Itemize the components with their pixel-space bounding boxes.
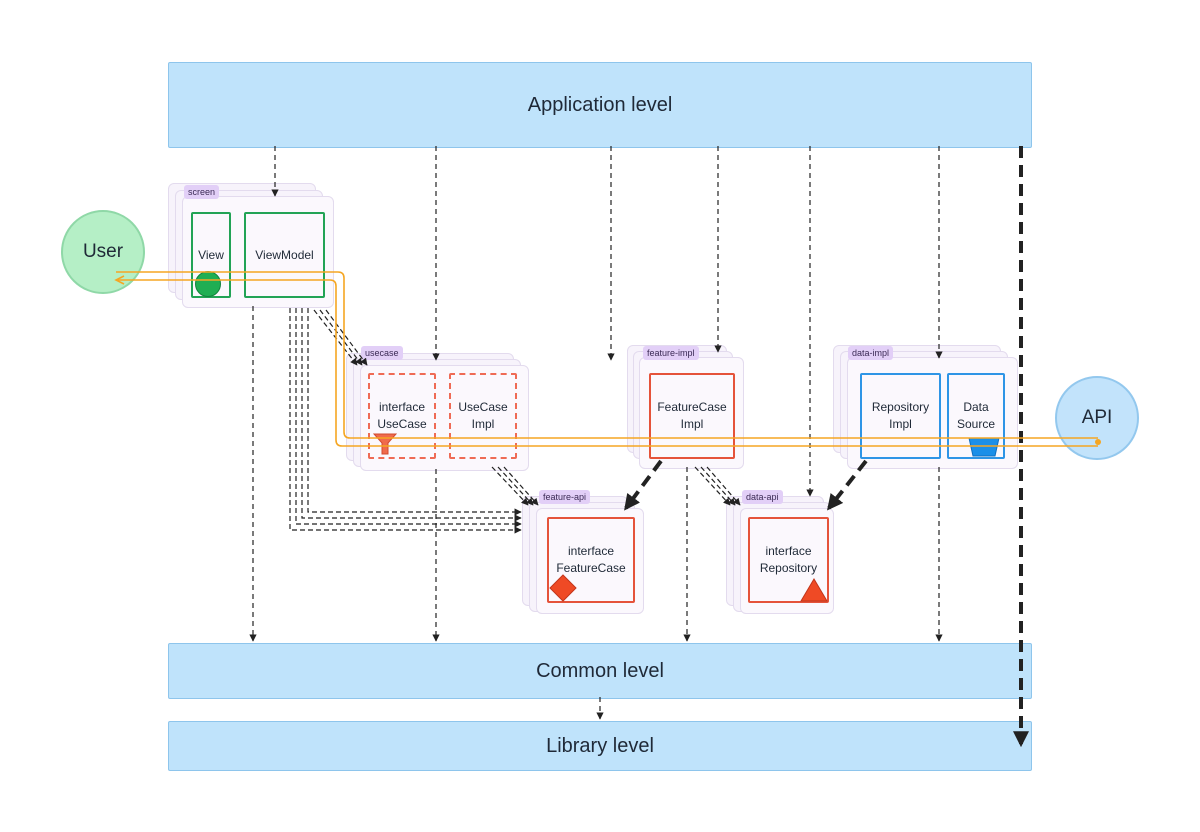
feature-api-tag: feature-api	[539, 490, 591, 504]
bucket-icon	[968, 437, 1000, 457]
application-level-label: Application level	[527, 93, 673, 116]
viewmodel-label: ViewModel	[255, 247, 314, 262]
common-level-label: Common level	[536, 659, 664, 682]
triangle-icon	[800, 578, 828, 602]
diamond-icon	[549, 574, 577, 602]
featurecase-impl-box: FeatureCase Impl	[649, 373, 735, 459]
interface-usecase-label: interface UseCase	[377, 400, 427, 431]
usecase-impl-box: UseCase Impl	[449, 373, 517, 459]
common-level-bar: Common level	[168, 643, 1032, 699]
interface-featurecase-label: interface FeatureCase	[556, 544, 626, 575]
library-level-bar: Library level	[168, 721, 1032, 771]
data-impl-tag: data-impl	[848, 346, 894, 360]
library-level-label: Library level	[546, 734, 654, 757]
interface-featurecase-box: interface FeatureCase	[547, 517, 635, 603]
usecase-impl-label: UseCase Impl	[458, 400, 508, 431]
interface-repository-label: interface Repository	[759, 544, 818, 575]
user-label: User	[82, 241, 124, 262]
featurecase-impl-label: FeatureCase Impl	[657, 400, 727, 431]
api-label: API	[1081, 407, 1113, 428]
data-api-tag: data-api	[742, 490, 783, 504]
feature-impl-tag: feature-impl	[643, 346, 699, 360]
api-actor: API	[1055, 376, 1139, 460]
repository-impl-box: Repository Impl	[860, 373, 941, 459]
funnel-icon	[373, 433, 397, 455]
view-label: View	[198, 247, 224, 262]
screen-tag: screen	[184, 185, 220, 199]
user-actor: User	[61, 210, 145, 294]
usecase-tag: usecase	[361, 346, 403, 360]
viewmodel-box: ViewModel	[244, 212, 325, 298]
data-source-label: Data Source	[956, 400, 996, 431]
repository-impl-label: Repository Impl	[871, 400, 930, 431]
view-circle-icon	[195, 271, 221, 297]
application-level-bar: Application level	[168, 62, 1032, 148]
